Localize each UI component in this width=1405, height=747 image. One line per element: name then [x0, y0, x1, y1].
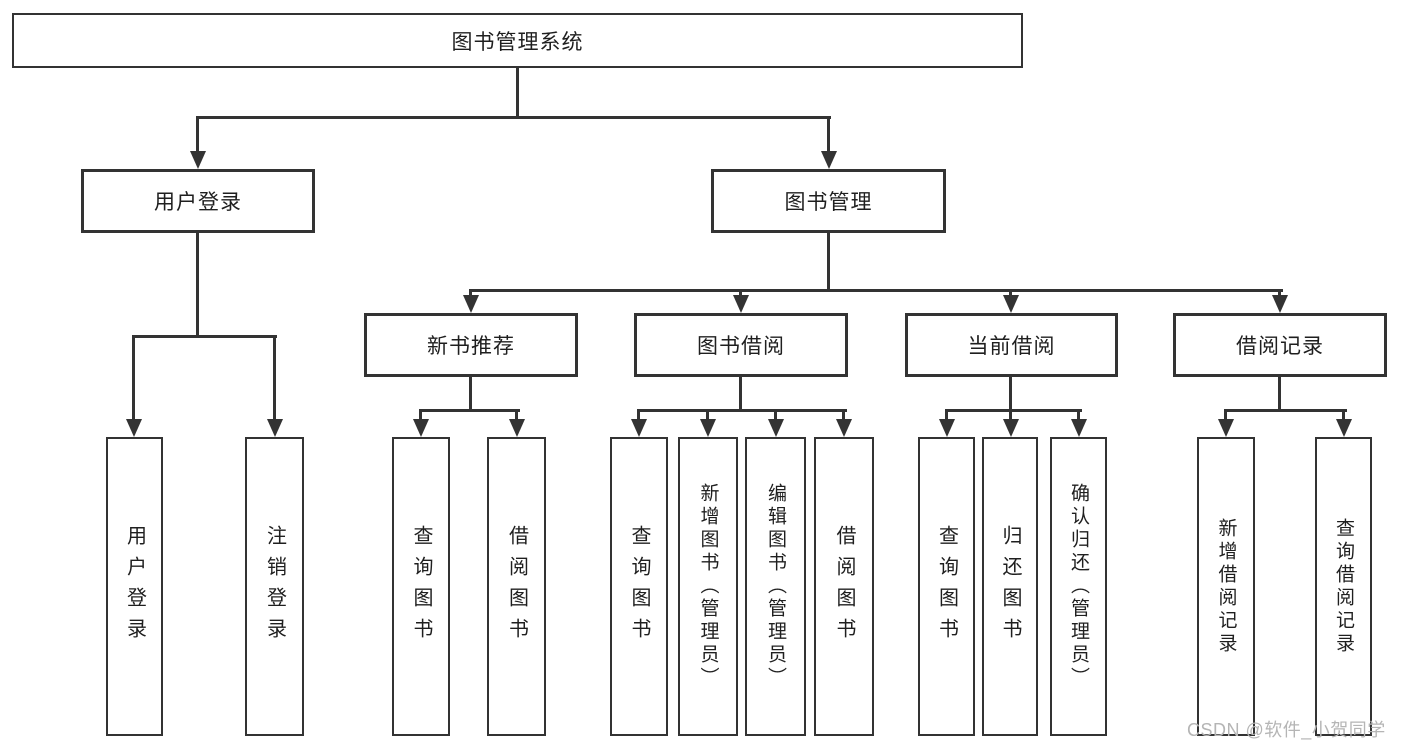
connector-line [637, 409, 847, 412]
leaf-return-books: 归还图书 [982, 437, 1038, 736]
connector-line [516, 68, 519, 118]
connector-line [132, 335, 135, 421]
arrow-down-icon [700, 419, 716, 437]
arrow-down-icon [509, 419, 525, 437]
node-new-book-recommend: 新书推荐 [364, 313, 578, 377]
connector-line [945, 409, 1082, 412]
node-book-borrow: 图书借阅 [634, 313, 848, 377]
leaf-add-books-admin: 新增图书（管理员） [678, 437, 738, 736]
node-label: 图书管理系统 [451, 30, 584, 54]
leaf-label: 归还图书 [999, 524, 1021, 649]
leaf-label: 借阅图书 [505, 524, 528, 649]
arrow-down-icon [126, 419, 142, 437]
connector-line [1077, 409, 1080, 423]
node-user-login: 用户登录 [81, 169, 315, 233]
connector-line [196, 116, 831, 119]
connector-line [469, 289, 472, 299]
arrow-down-icon [631, 419, 647, 437]
arrow-down-icon [1218, 419, 1234, 437]
connector-line [469, 377, 472, 412]
leaf-label: 用户登录 [123, 524, 146, 649]
leaf-label: 确认归还（管理员） [1068, 483, 1089, 690]
node-label: 当前借阅 [967, 335, 1056, 358]
leaf-query-borrow-record: 查询借阅记录 [1315, 437, 1372, 736]
arrow-down-icon [1272, 295, 1288, 313]
leaf-query-books-recommend: 查询图书 [392, 437, 450, 736]
leaf-logout: 注销登录 [245, 437, 304, 736]
leaf-confirm-return-admin: 确认归还（管理员） [1050, 437, 1107, 736]
connector-line [273, 335, 276, 421]
leaf-label: 注销登录 [263, 524, 286, 649]
connector-line [1009, 409, 1012, 423]
arrow-down-icon [768, 419, 784, 437]
leaf-query-books-borrow: 查询图书 [610, 437, 668, 736]
leaf-query-books-current: 查询图书 [918, 437, 975, 736]
node-book-management: 图书管理 [711, 169, 946, 233]
connector-line [706, 409, 709, 423]
arrow-down-icon [821, 151, 837, 169]
arrow-down-icon [1003, 419, 1019, 437]
connector-line [419, 409, 422, 423]
node-label: 借阅记录 [1236, 335, 1324, 358]
connector-line [1342, 409, 1345, 423]
leaf-label: 新增借阅记录 [1215, 517, 1237, 656]
arrow-down-icon [939, 419, 955, 437]
leaf-edit-books-admin: 编辑图书（管理员） [745, 437, 806, 736]
node-current-borrow: 当前借阅 [905, 313, 1118, 377]
node-label: 图书管理 [784, 191, 873, 214]
connector-line [774, 409, 777, 423]
connector-line [1009, 289, 1012, 299]
leaf-label: 查询借阅记录 [1333, 517, 1354, 656]
arrow-down-icon [1336, 419, 1352, 437]
node-label: 新书推荐 [427, 335, 515, 358]
arrow-down-icon [836, 419, 852, 437]
connector-line [1224, 409, 1227, 423]
leaf-borrow-books: 借阅图书 [814, 437, 874, 736]
leaf-label: 查询图书 [628, 524, 650, 649]
connector-line [827, 116, 830, 154]
leaf-label: 查询图书 [410, 524, 432, 649]
connector-line [945, 409, 948, 423]
node-label: 用户登录 [154, 191, 242, 214]
leaf-label: 借阅图书 [833, 524, 855, 649]
connector-line [637, 409, 640, 423]
leaf-add-borrow-record: 新增借阅记录 [1197, 437, 1255, 736]
connector-line [469, 289, 1283, 292]
arrow-down-icon [733, 295, 749, 313]
connector-line [515, 409, 518, 423]
leaf-label: 新增图书（管理员） [697, 483, 719, 690]
node-borrow-records: 借阅记录 [1173, 313, 1387, 377]
node-library-system: 图书管理系统 [12, 13, 1023, 68]
node-label: 图书借阅 [697, 335, 785, 358]
connector-line [1009, 377, 1012, 412]
leaf-label: 编辑图书（管理员） [765, 483, 786, 690]
arrow-down-icon [1071, 419, 1087, 437]
connector-line [739, 289, 742, 299]
connector-line [419, 409, 520, 412]
arrow-down-icon [190, 151, 206, 169]
connector-line [739, 377, 742, 412]
connector-line [196, 116, 199, 154]
connector-line [196, 233, 199, 338]
arrow-down-icon [267, 419, 283, 437]
arrow-down-icon [1003, 295, 1019, 313]
arrow-down-icon [413, 419, 429, 437]
connector-line [132, 335, 277, 338]
leaf-user-login: 用户登录 [106, 437, 163, 736]
arrow-down-icon [463, 295, 479, 313]
connector-line [827, 233, 830, 292]
csdn-watermark: CSDN @软件_小贺同学 [1187, 720, 1386, 740]
leaf-borrow-books-recommend: 借阅图书 [487, 437, 546, 736]
connector-line [1278, 377, 1281, 412]
connector-line [842, 409, 845, 423]
connector-line [1224, 409, 1347, 412]
leaf-label: 查询图书 [935, 524, 958, 649]
connector-line [1278, 289, 1281, 299]
